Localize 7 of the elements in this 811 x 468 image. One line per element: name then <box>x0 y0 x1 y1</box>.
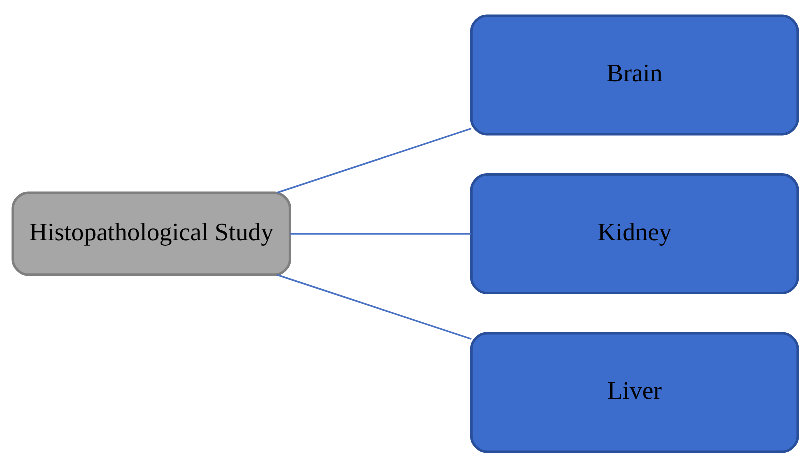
node-box: Liver <box>470 332 800 454</box>
connector <box>277 274 472 340</box>
node-box: Histopathological Study <box>12 192 292 276</box>
connector <box>277 128 472 194</box>
connector <box>290 233 472 235</box>
node-box: Brain <box>470 14 800 136</box>
node-box: Kidney <box>470 174 800 294</box>
